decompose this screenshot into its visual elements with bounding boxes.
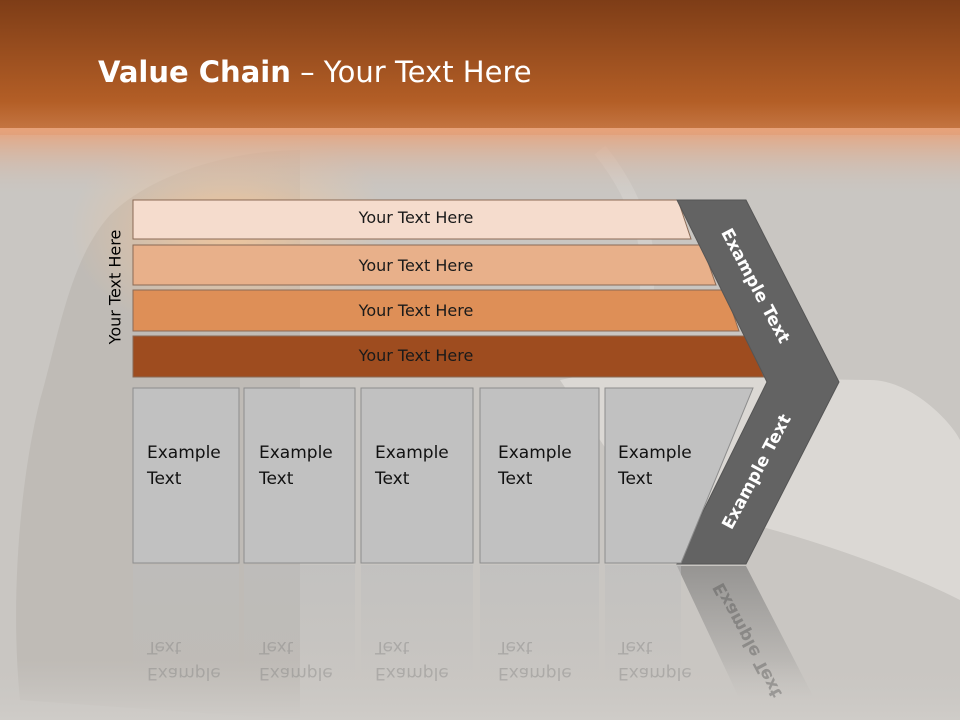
row-2-bar bbox=[132, 244, 717, 286]
box-2 bbox=[243, 387, 356, 564]
side-label: Your Text Here bbox=[105, 229, 125, 345]
chevron-arrow bbox=[676, 199, 840, 565]
row-4-label: Your Text Here bbox=[358, 346, 474, 365]
row-1-label: Your Text Here bbox=[358, 208, 474, 227]
box-1 bbox=[132, 387, 240, 564]
row-1-bar bbox=[132, 199, 692, 240]
row-3-label: Your Text Here bbox=[358, 301, 474, 320]
header-fade bbox=[0, 128, 960, 198]
page-title: Value Chain – Your Text Here bbox=[98, 55, 532, 89]
row-3-bar bbox=[132, 289, 740, 332]
box-5 bbox=[604, 387, 754, 564]
box-4 bbox=[479, 387, 600, 564]
header-band bbox=[0, 0, 960, 135]
box-3 bbox=[360, 387, 474, 564]
row-2-label: Your Text Here bbox=[358, 256, 474, 275]
